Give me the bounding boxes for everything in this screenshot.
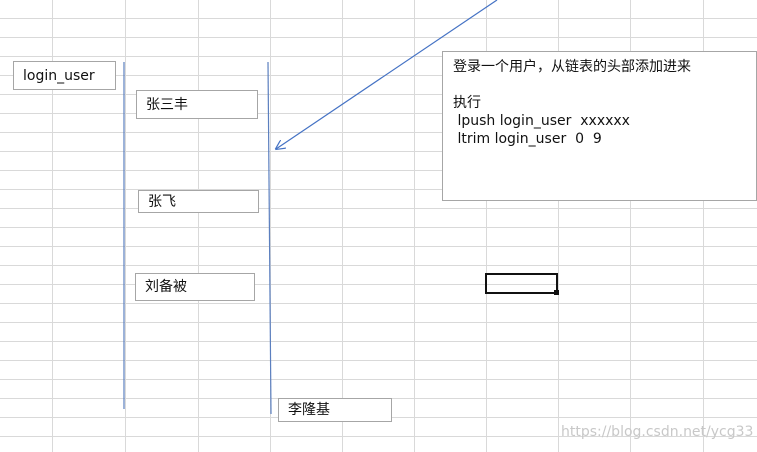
note-line-ltrim: ltrim login_user 0 9 xyxy=(453,131,602,147)
grid-row-line xyxy=(0,246,757,247)
grid-row-line xyxy=(0,303,757,304)
grid-column-line xyxy=(270,0,271,452)
grid-row-line xyxy=(0,18,757,19)
grid-row-line xyxy=(0,265,757,266)
grid-column-line xyxy=(558,0,559,452)
grid-row-line xyxy=(0,360,757,361)
selected-cell[interactable] xyxy=(485,273,559,295)
key-box: login_user xyxy=(13,61,116,90)
list-item-4: 李隆基 xyxy=(278,398,392,422)
grid-column-line xyxy=(703,0,704,452)
grid-row-line xyxy=(0,284,757,285)
grid-row-line xyxy=(0,322,757,323)
list-item-3: 刘备被 xyxy=(135,273,255,301)
list-item-1: 张三丰 xyxy=(136,90,258,119)
list-item-2: 张飞 xyxy=(138,190,259,213)
grid-row-line xyxy=(0,151,757,152)
grid-column-line xyxy=(198,0,199,452)
note-line-description: 登录一个用户，从链表的头部添加进来 xyxy=(453,59,691,75)
grid-column-line xyxy=(414,0,415,452)
grid-row-line xyxy=(0,132,757,133)
grid-row-line xyxy=(0,189,757,190)
grid-row-line xyxy=(0,170,757,171)
grid-row-line xyxy=(0,436,757,437)
grid-column-line xyxy=(52,0,53,452)
grid-row-line xyxy=(0,227,757,228)
fill-handle[interactable] xyxy=(554,290,559,295)
list-line-right xyxy=(267,61,272,415)
grid-row-line xyxy=(0,37,757,38)
grid-row-line xyxy=(0,341,757,342)
note-box: 登录一个用户，从链表的头部添加进来 执行 lpush login_user xx… xyxy=(442,51,757,201)
note-line-lpush: lpush login_user xxxxxx xyxy=(453,113,630,129)
grid-column-line xyxy=(630,0,631,452)
grid-column-line xyxy=(125,0,126,452)
grid-column-line xyxy=(342,0,343,452)
grid-row-line xyxy=(0,379,757,380)
arrow-to-list-head xyxy=(276,0,498,149)
grid-row-line xyxy=(0,56,757,57)
grid-row-line xyxy=(0,113,757,114)
watermark: https://blog.csdn.net/ycg33 xyxy=(561,424,754,440)
grid-row-line xyxy=(0,94,757,95)
grid-row-line xyxy=(0,208,757,209)
grid-row-line xyxy=(0,75,757,76)
grid-column-line xyxy=(486,0,487,452)
note-line-execute: 执行 xyxy=(453,95,481,111)
